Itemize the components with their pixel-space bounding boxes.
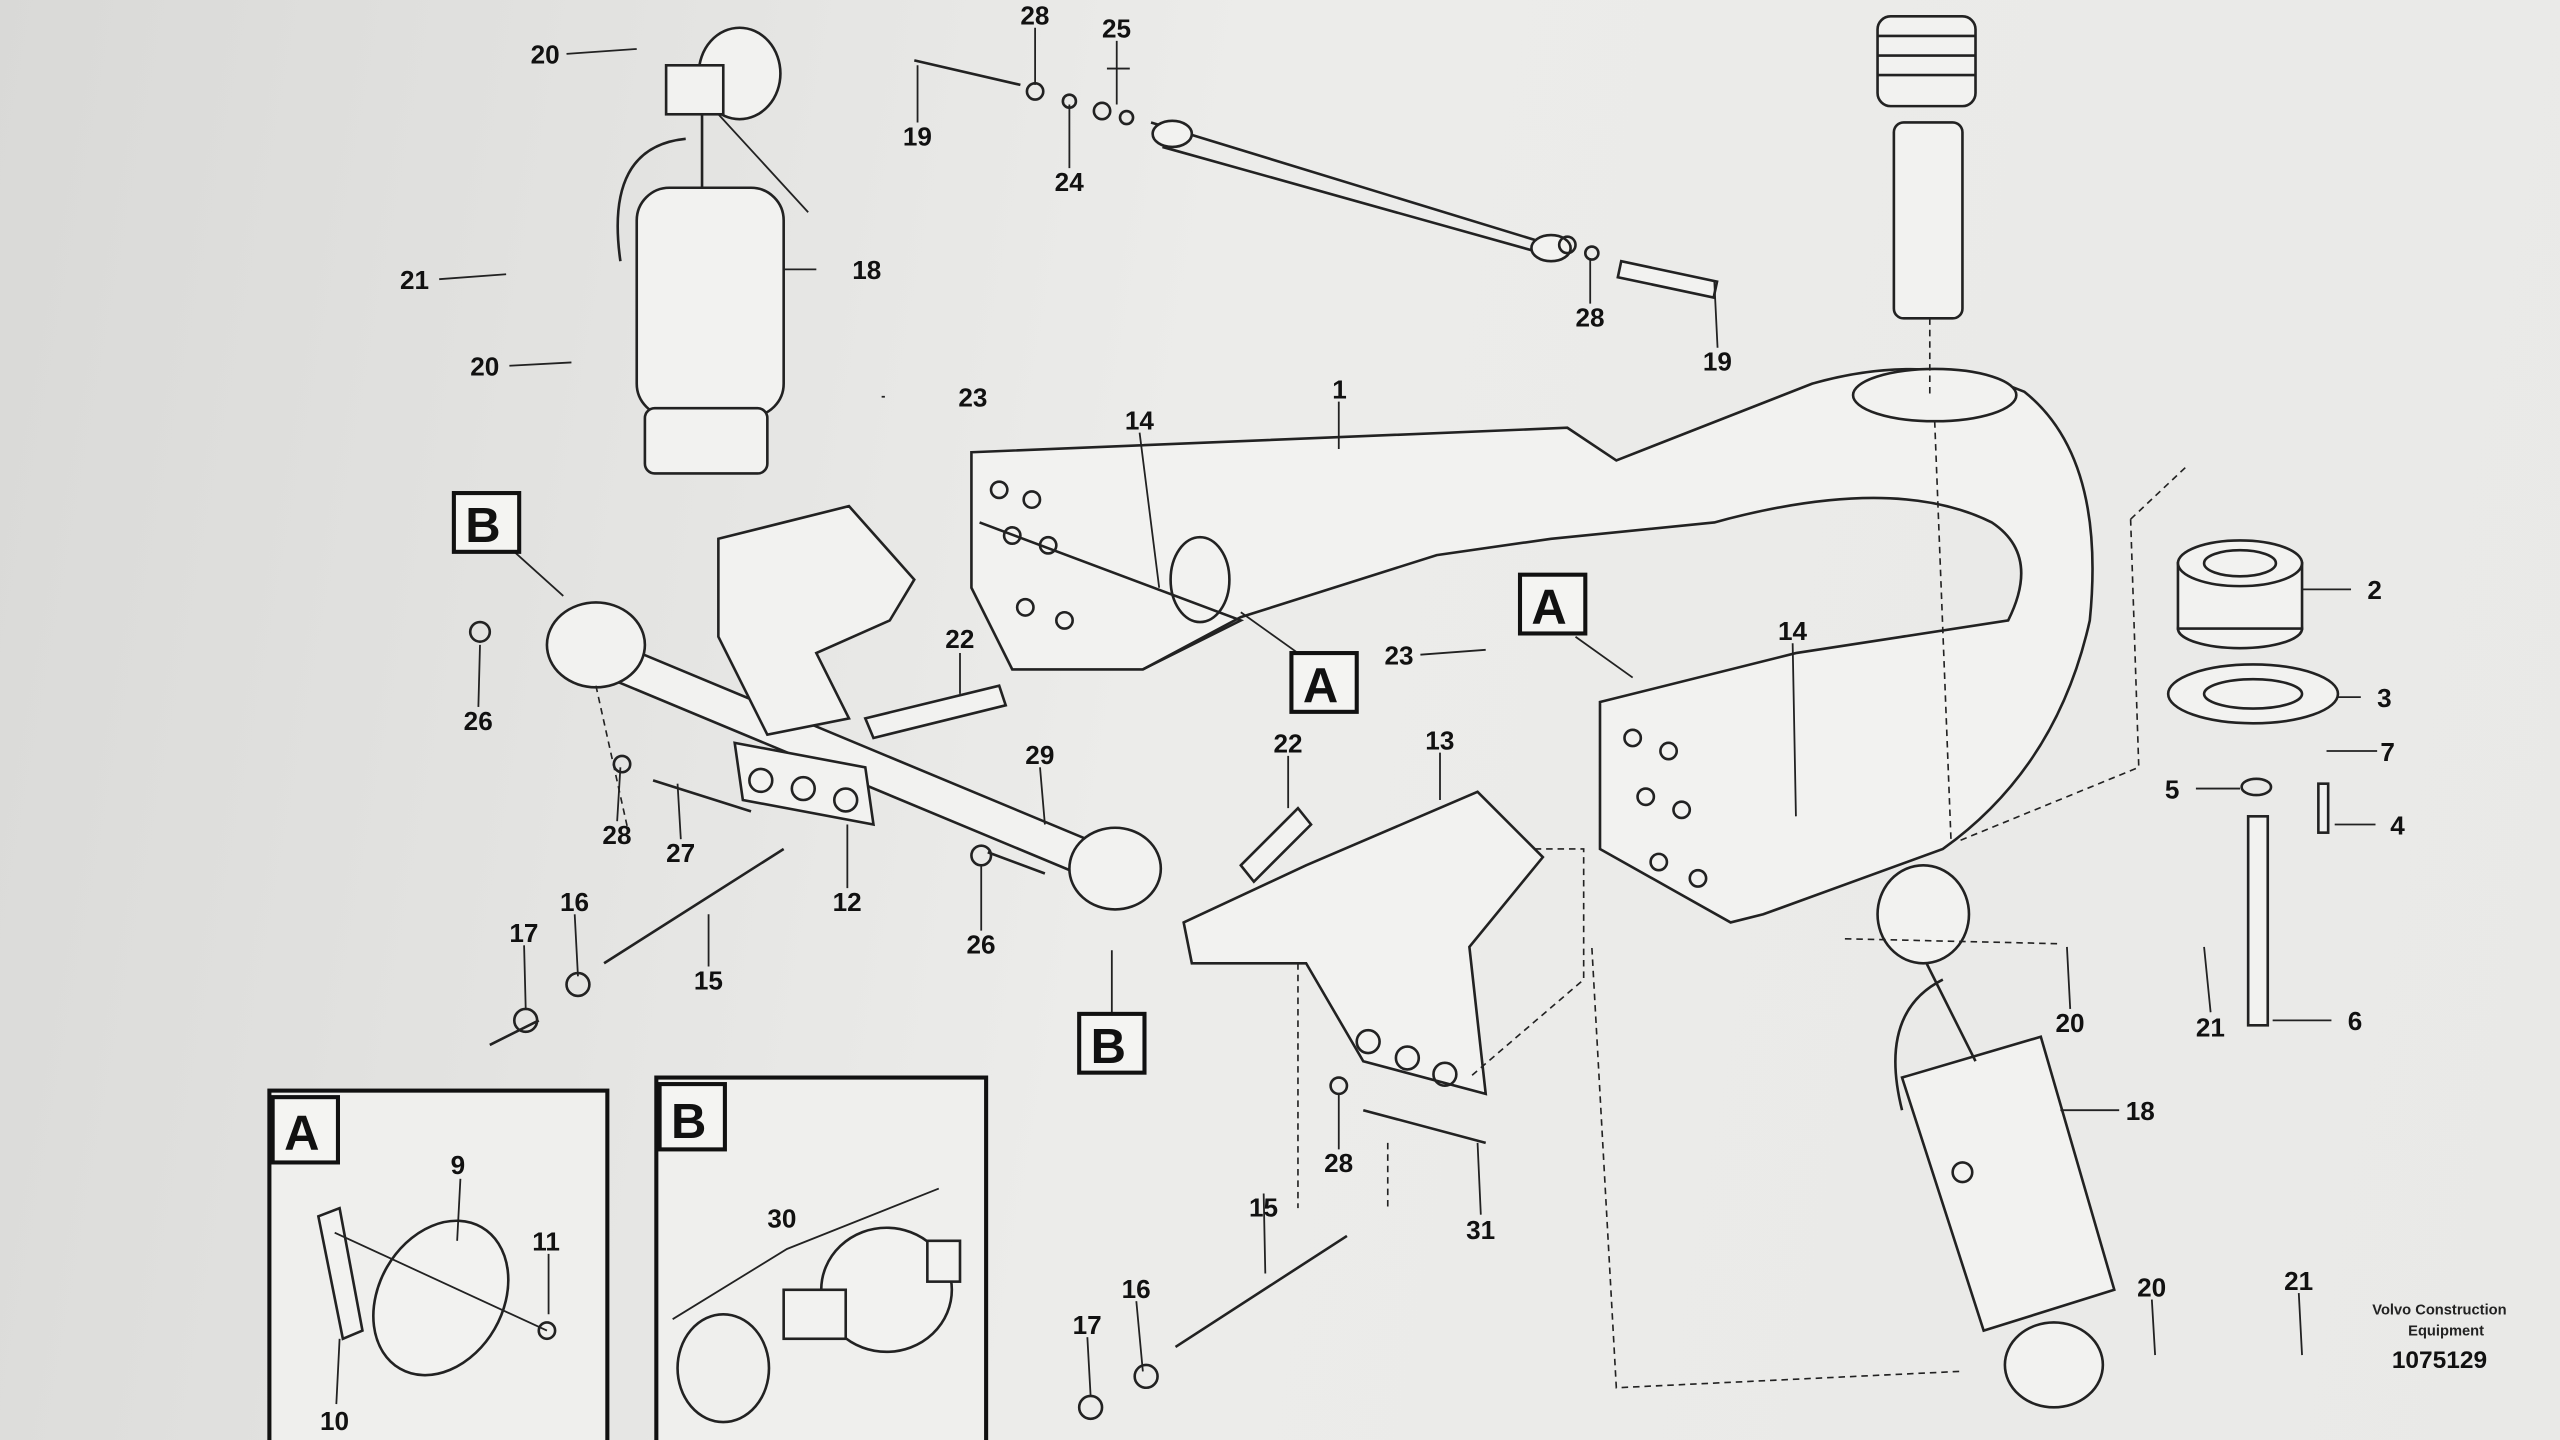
callout: 19 [903, 121, 932, 151]
inset-b-title: B [671, 1095, 706, 1149]
callout: 18 [2126, 1096, 2155, 1126]
callout: 21 [2196, 1013, 2225, 1043]
leader-lines [439, 27, 2378, 1396]
callout: 11 [532, 1227, 560, 1257]
callout: 20 [470, 352, 499, 382]
bearing-stack [1958, 464, 2340, 1027]
callout: 1 [1332, 374, 1347, 404]
callout: 15 [1249, 1192, 1278, 1222]
torque-rod-assembly [468, 504, 1585, 1421]
callout: 5 [2165, 774, 2180, 804]
tie-rod [913, 59, 1719, 300]
callout: 16 [560, 887, 589, 917]
callout: 30 [767, 1204, 796, 1234]
callout: 26 [464, 706, 493, 736]
callout: 16 [1122, 1274, 1151, 1304]
callout: 21 [400, 265, 429, 295]
callout: 17 [509, 918, 538, 948]
callout: 18 [852, 255, 881, 285]
logo-line-1: Volvo Construction [2372, 1302, 2506, 1318]
callout: 12 [833, 887, 862, 917]
callout: 20 [2056, 1008, 2085, 1038]
callout: 15 [694, 965, 723, 995]
callout: 23 [958, 383, 987, 413]
inset-detail-a: A 9 11 10 [267, 1088, 610, 1440]
detail-marker-b: B [465, 499, 500, 553]
hydraulic-cylinder-upper [616, 26, 809, 475]
callout: 22 [1273, 729, 1302, 759]
callout: 7 [2380, 737, 2395, 767]
callout: 10 [320, 1406, 349, 1436]
drawing-id: Volvo Construction Equipment 1075129 [2372, 1302, 2506, 1374]
callout: 31 [1466, 1215, 1495, 1245]
callout: 24 [1055, 167, 1085, 197]
callout: 13 [1425, 725, 1454, 755]
callout: 14 [1125, 405, 1155, 435]
callout-labels: 20 28 25 19 24 18 21 20 28 19 1 23 14 22… [400, 0, 2405, 1339]
callout: 20 [2137, 1272, 2166, 1302]
callout: 25 [1102, 14, 1131, 44]
callout: 29 [1025, 740, 1054, 770]
callout: 23 [1384, 640, 1413, 670]
frame-arm [970, 367, 2094, 924]
callout: 28 [1576, 303, 1605, 333]
callout: 17 [1073, 1310, 1102, 1340]
suspension-spring [1876, 15, 1977, 841]
callout: 4 [2390, 810, 2405, 840]
callout: 22 [945, 624, 974, 654]
callout: 28 [1020, 0, 1049, 30]
detail-markers: B A A B [451, 491, 1588, 1075]
drawing-number: 1075129 [2392, 1347, 2487, 1374]
callout: 28 [602, 820, 631, 850]
callout: 20 [531, 40, 560, 70]
callout: 6 [2348, 1006, 2363, 1036]
logo-line-2: Equipment [2408, 1324, 2484, 1340]
inset-detail-b: B 30 [654, 1075, 989, 1440]
callout: 28 [1324, 1148, 1353, 1178]
inset-a-title: A [284, 1106, 319, 1160]
callout: 9 [451, 1150, 466, 1180]
callout: 27 [666, 838, 695, 868]
callout: 21 [2284, 1266, 2313, 1296]
detail-marker-a: A [1303, 659, 1338, 713]
callout: 14 [1778, 616, 1808, 646]
callout: 19 [1703, 347, 1732, 377]
detail-marker-a: A [1531, 581, 1566, 635]
callout: 3 [2377, 683, 2392, 713]
hydraulic-cylinder-lower [1591, 864, 2116, 1409]
callout: 26 [967, 929, 996, 959]
callout: 2 [2367, 575, 2382, 605]
detail-marker-b: B [1091, 1020, 1126, 1074]
